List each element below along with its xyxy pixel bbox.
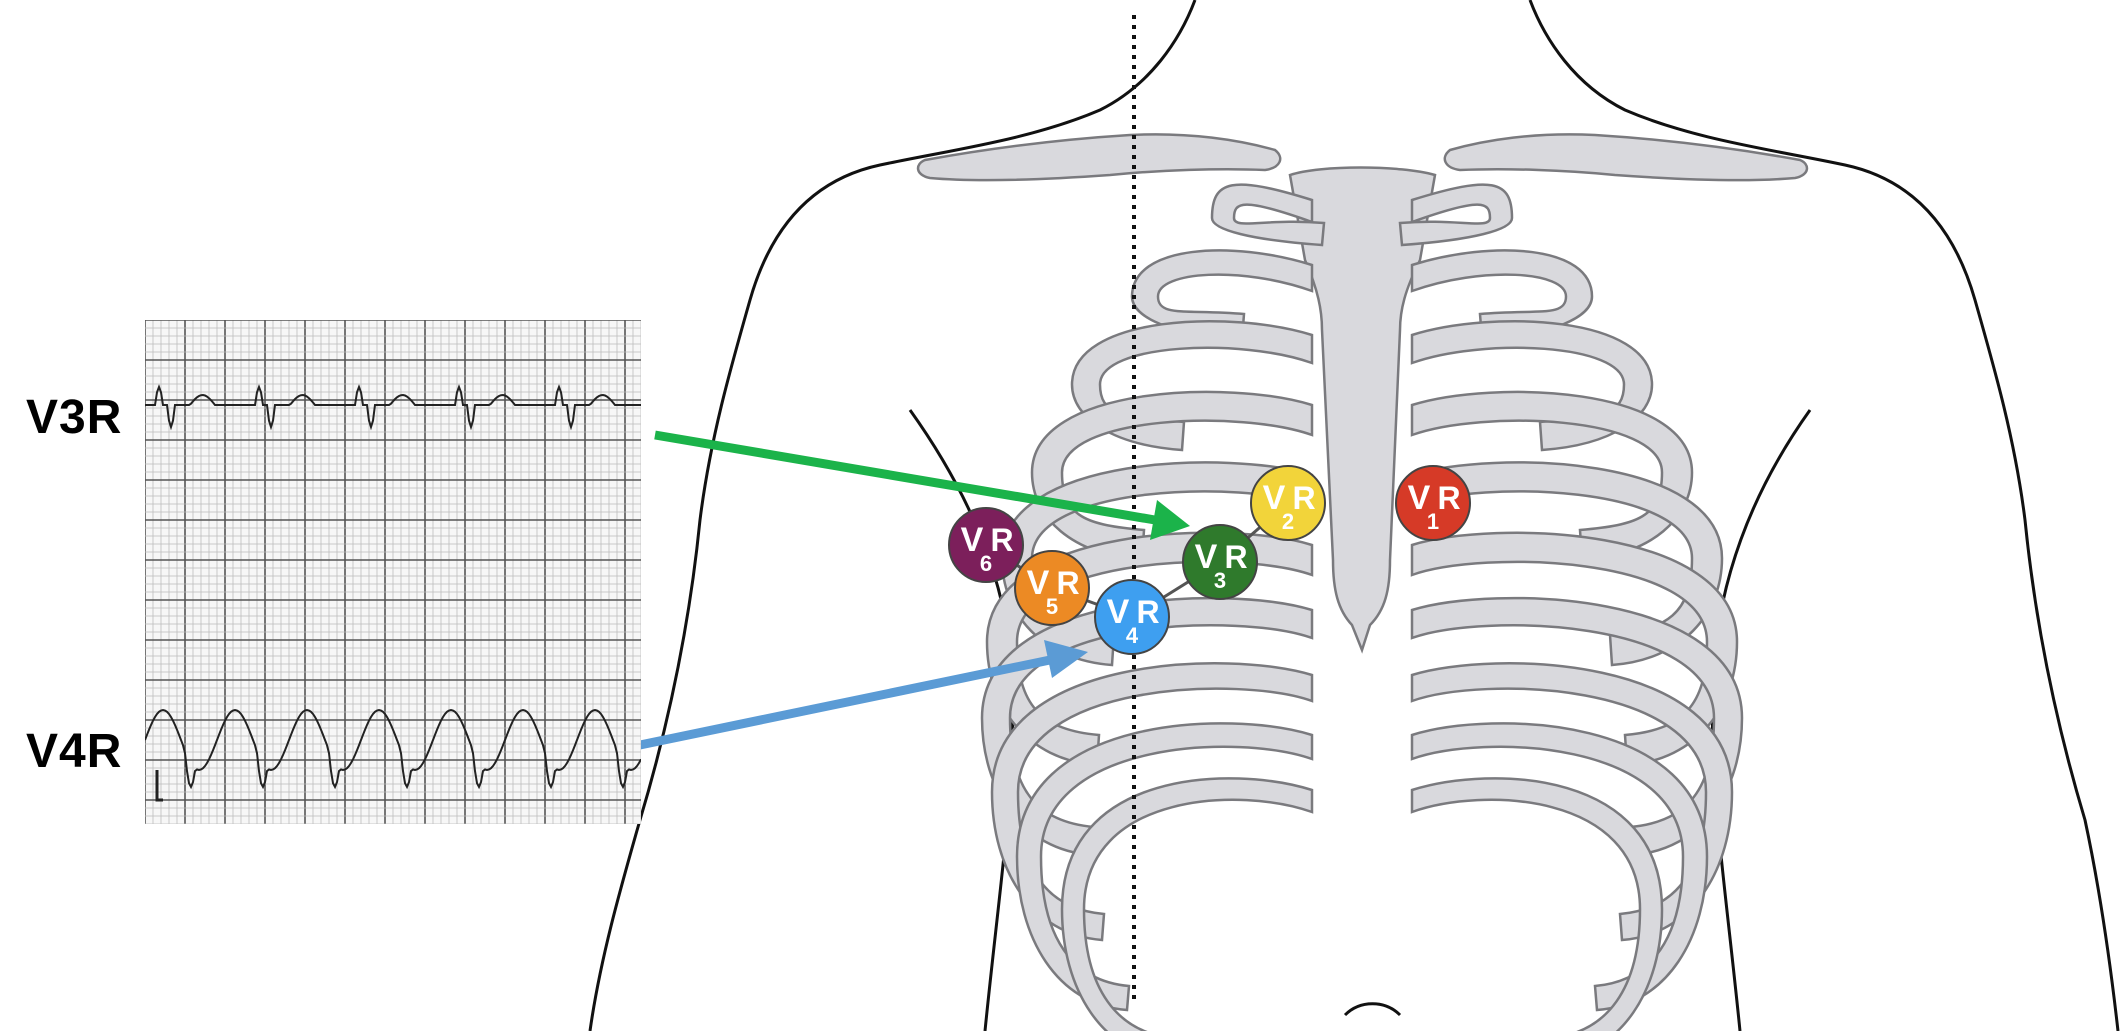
electrode-v3r-suffix: R xyxy=(1224,539,1247,575)
rib-left-9 xyxy=(1412,723,1707,1010)
rib-left-10 xyxy=(1412,778,1662,1031)
electrode-v4r-suffix: R xyxy=(1136,594,1159,630)
electrode-v5r-suffix: R xyxy=(1056,565,1079,601)
electrode-v5r: V5R xyxy=(1015,551,1089,625)
electrode-v6r-suffix: R xyxy=(990,522,1013,558)
lead-label-v4r: V4R xyxy=(26,724,122,779)
electrode-v3r: V3R xyxy=(1183,525,1257,599)
arrow-v3r xyxy=(655,435,1155,520)
ecg-strip xyxy=(145,320,641,824)
electrode-v1r: V1R xyxy=(1396,466,1470,540)
electrode-v4r: V4R xyxy=(1095,580,1169,654)
electrode-v1r-suffix: R xyxy=(1437,480,1460,516)
rib-right-9 xyxy=(1017,723,1312,1010)
lead-label-v3r: V3R xyxy=(26,390,122,445)
electrode-v2r-suffix: R xyxy=(1292,480,1315,516)
electrode-v2r: V2R xyxy=(1251,466,1325,540)
rib-right-10 xyxy=(1062,778,1312,1031)
electrode-v6r: V6R xyxy=(949,508,1023,582)
